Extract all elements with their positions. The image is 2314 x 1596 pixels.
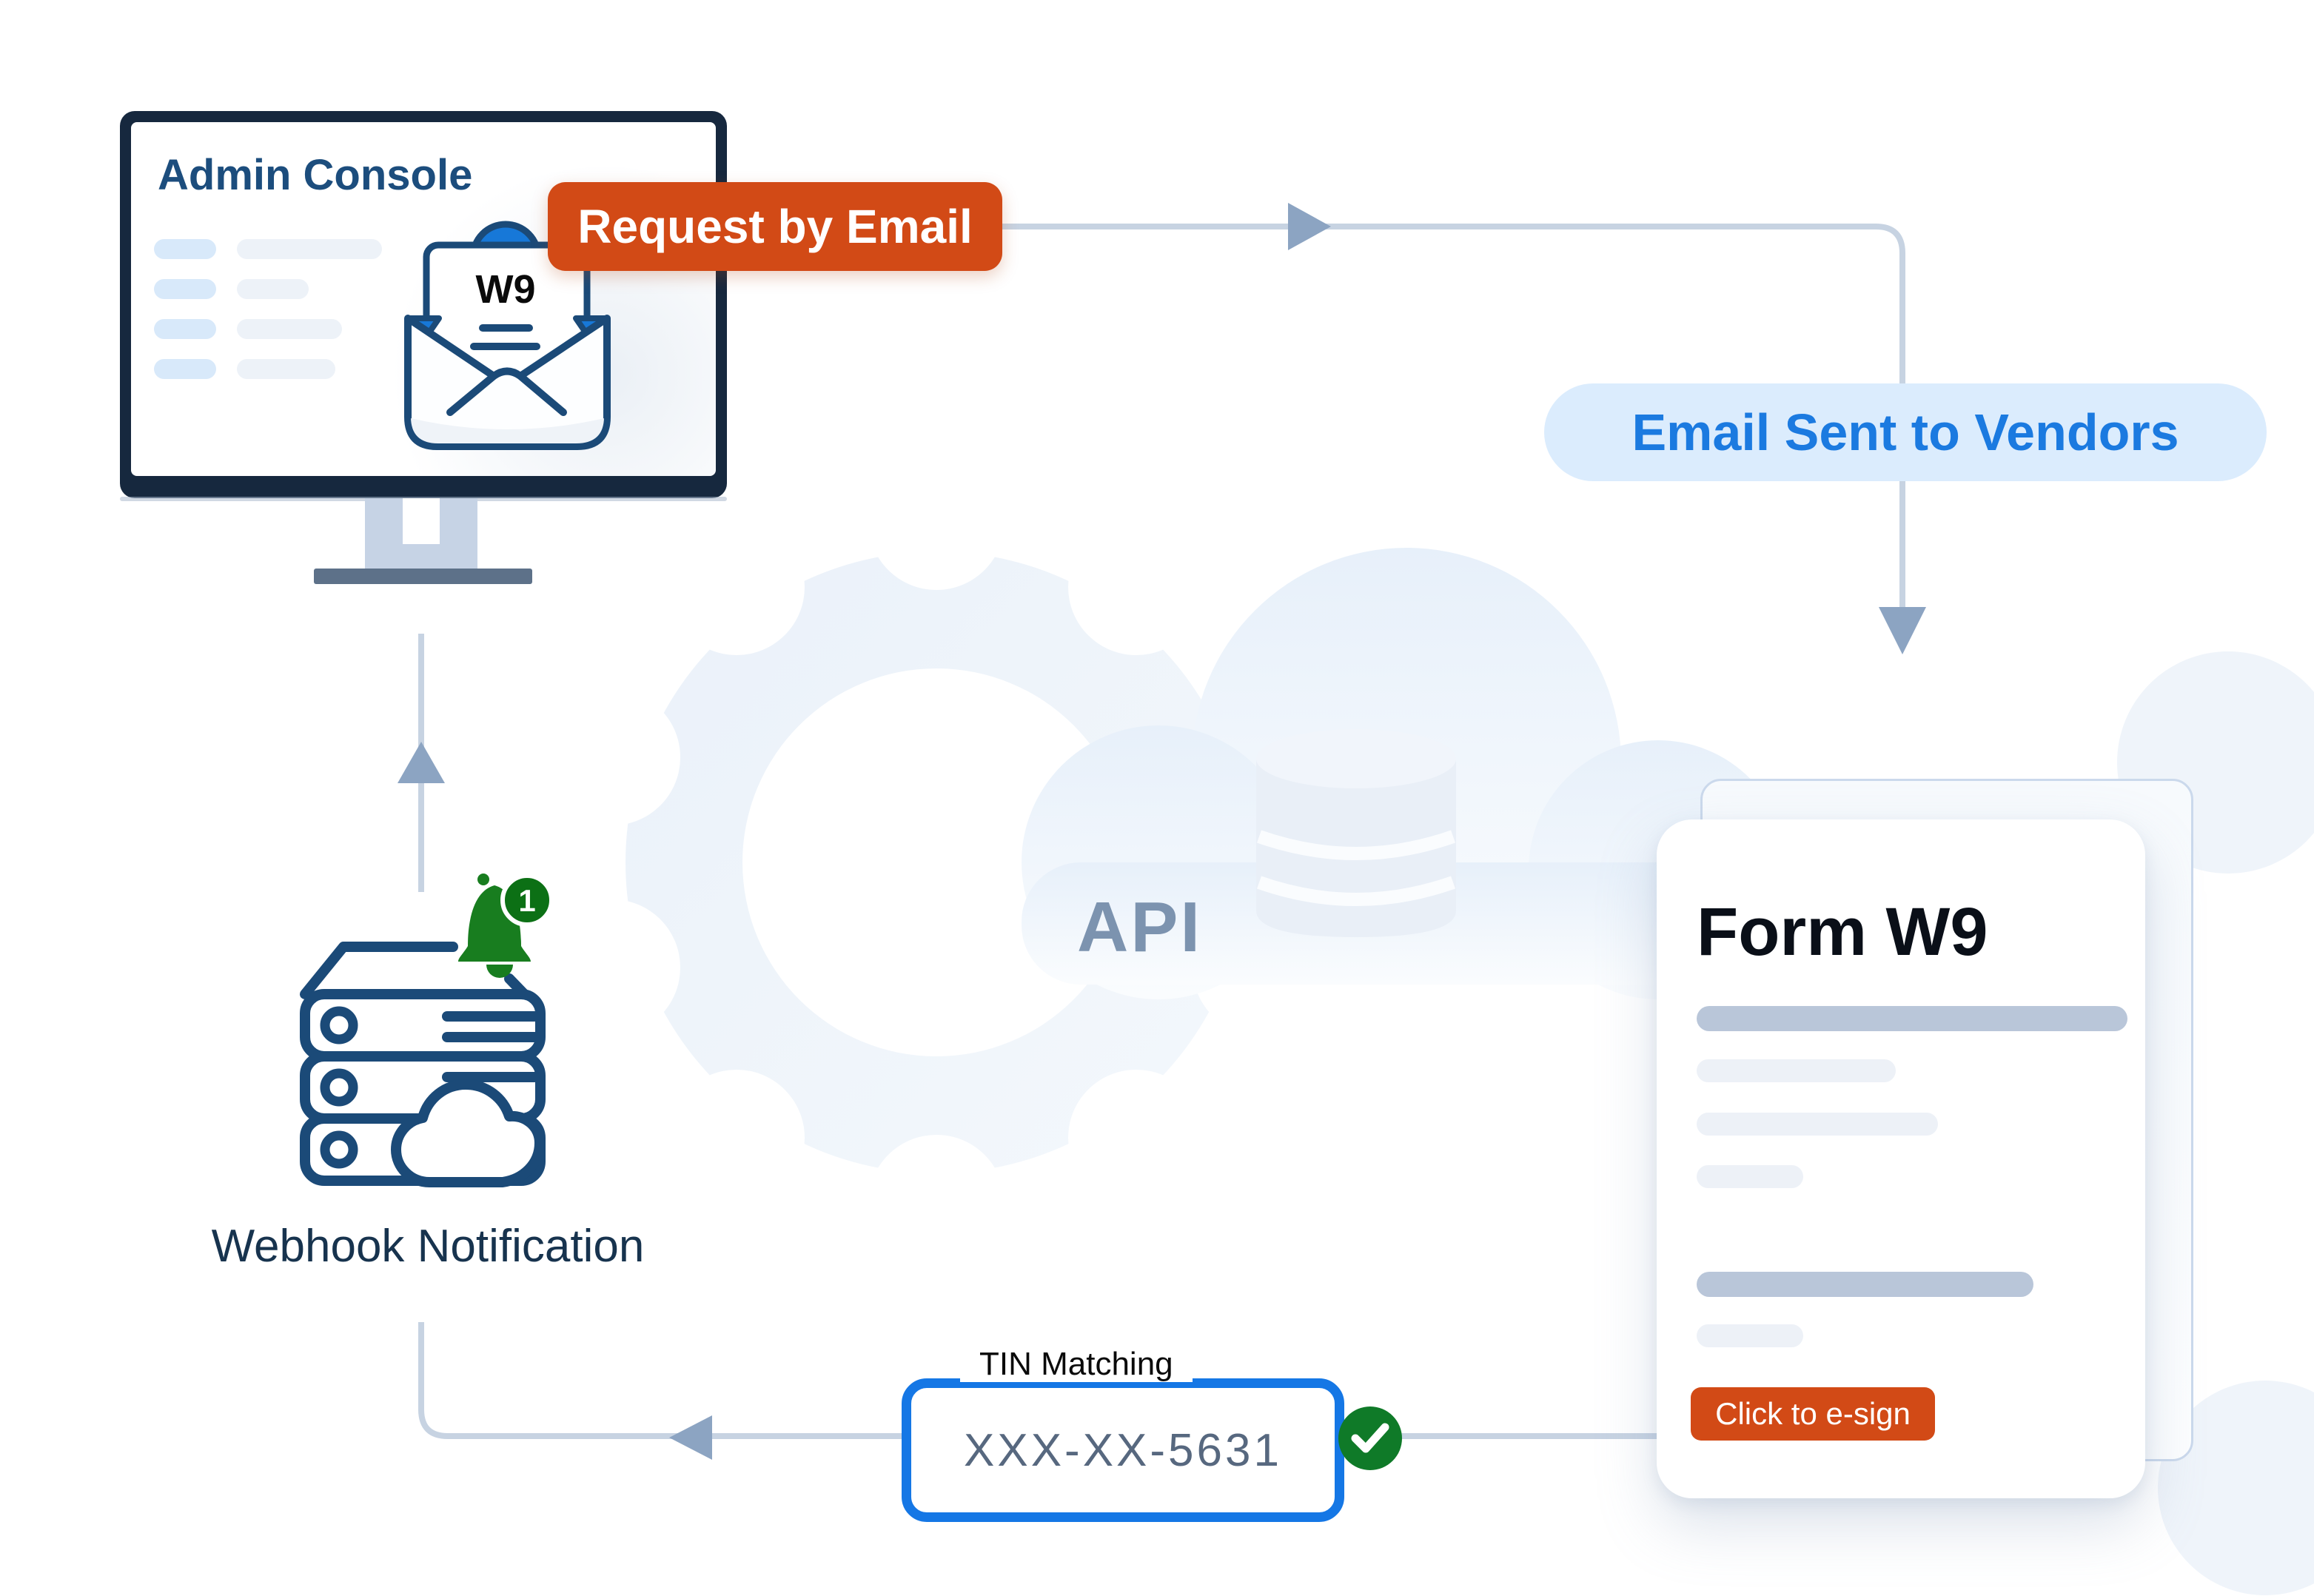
form-skeleton-line [1697,1113,1938,1136]
monitor-stand-base [314,569,532,584]
admin-console-screen: Admin Console [131,122,716,476]
tin-value: XXX-XX-5631 [964,1424,1282,1476]
skeleton-row [237,239,382,259]
form-w9-card: Form W9 Click to e-sign [1657,819,2145,1498]
monitor-stand-notch [403,498,440,544]
request-by-email-label: Request by Email [577,200,973,253]
arrow-down-icon [1879,607,1926,654]
form-w9-title: Form W9 [1697,894,1988,970]
click-to-esign-label: Click to e-sign [1715,1396,1911,1431]
skeleton-row [154,279,216,299]
click-to-esign-button[interactable]: Click to e-sign [1691,1387,1935,1441]
form-skeleton-line [1697,1059,1896,1082]
gear-icon [626,551,1247,1173]
arrow-right-icon [1288,203,1331,250]
webhook-server-icon: 1 [300,874,554,1187]
flow-line-request-to-vendors [998,224,1905,383]
email-sent-label: Email Sent to Vendors [1631,403,2179,461]
arrow-left-icon [669,1415,712,1460]
tin-matching-label: TIN Matching [960,1347,1193,1382]
request-by-email-button[interactable]: Request by Email [548,182,1002,271]
form-skeleton-line [1697,1272,2033,1297]
skeleton-row [154,319,216,339]
check-icon [1338,1406,1402,1470]
api-watermark-label: API [1077,888,1203,967]
database-icon [1256,729,1456,937]
tin-matching-field[interactable]: TIN Matching XXX-XX-5631 [902,1347,1344,1522]
skeleton-row [237,279,309,299]
skeleton-row [237,319,342,339]
webhook-notification-label: Webhook Notification [211,1221,645,1272]
skeleton-row [154,359,216,379]
form-skeleton-line [1697,1165,1803,1188]
email-sent-pill: Email Sent to Vendors [1544,383,2267,481]
form-skeleton-line [1697,1006,2127,1031]
notification-badge-count: 1 [518,883,535,918]
notification-bell-icon: 1 [458,874,554,978]
skeleton-row [154,239,216,259]
webhook-cloud-icon [391,1079,545,1187]
admin-console-title: Admin Console [158,151,473,199]
arrow-up-icon [398,742,445,783]
form-skeleton-line [1697,1324,1803,1347]
skeleton-row [237,359,335,379]
